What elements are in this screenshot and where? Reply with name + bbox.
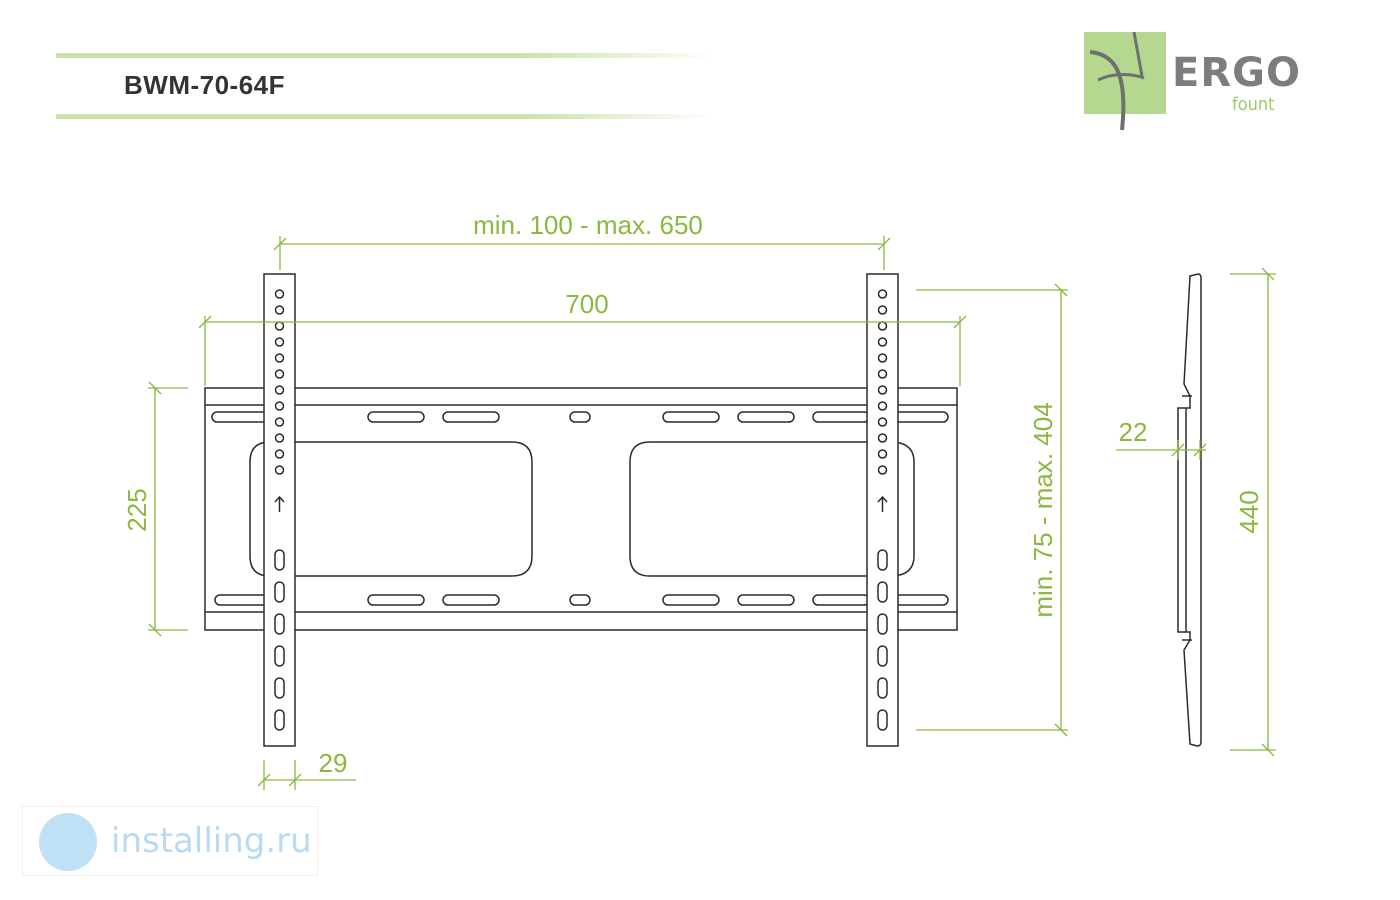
rail-left-slots — [274, 549, 285, 731]
dim-vesa-vertical: min. 75 - max. 404 — [1028, 402, 1058, 617]
main-plate — [204, 387, 958, 631]
header-line-bottom — [56, 114, 716, 119]
rail-right-slots — [877, 549, 888, 731]
side-profile-inner — [1182, 395, 1192, 641]
watermark-logo-icon — [39, 813, 97, 871]
dim-depth: 22 — [1119, 417, 1148, 447]
cutout-left — [249, 441, 533, 577]
slot-row-bottom — [214, 594, 949, 606]
dim-total-height: 440 — [1234, 490, 1264, 533]
rail-right-arrow-icon — [877, 495, 888, 512]
dim-rail-width: 29 — [319, 748, 348, 778]
rail-left-arrow-icon — [274, 495, 285, 512]
watermark: installing.ru — [22, 806, 318, 876]
cutout-right — [629, 441, 915, 577]
logo-mark — [1084, 31, 1166, 131]
side-profile-outer — [1177, 273, 1202, 747]
model-title: BWM-70-64F — [124, 70, 286, 100]
dim-plate-height: 225 — [122, 488, 152, 531]
dim-vesa-horizontal: min. 100 - max. 650 — [473, 210, 703, 240]
logo-swoosh-icon — [1089, 31, 1145, 131]
dim-width: 700 — [565, 289, 608, 319]
logo-brand: ERGO — [1172, 50, 1301, 96]
rail-right-holes — [877, 289, 888, 475]
watermark-text: installing.ru — [111, 821, 312, 861]
slot-row-top — [211, 411, 949, 423]
header-line-top — [56, 53, 716, 58]
logo-sub: fount — [1232, 94, 1275, 115]
ergo-logo: ERGO fount — [1084, 31, 1300, 132]
